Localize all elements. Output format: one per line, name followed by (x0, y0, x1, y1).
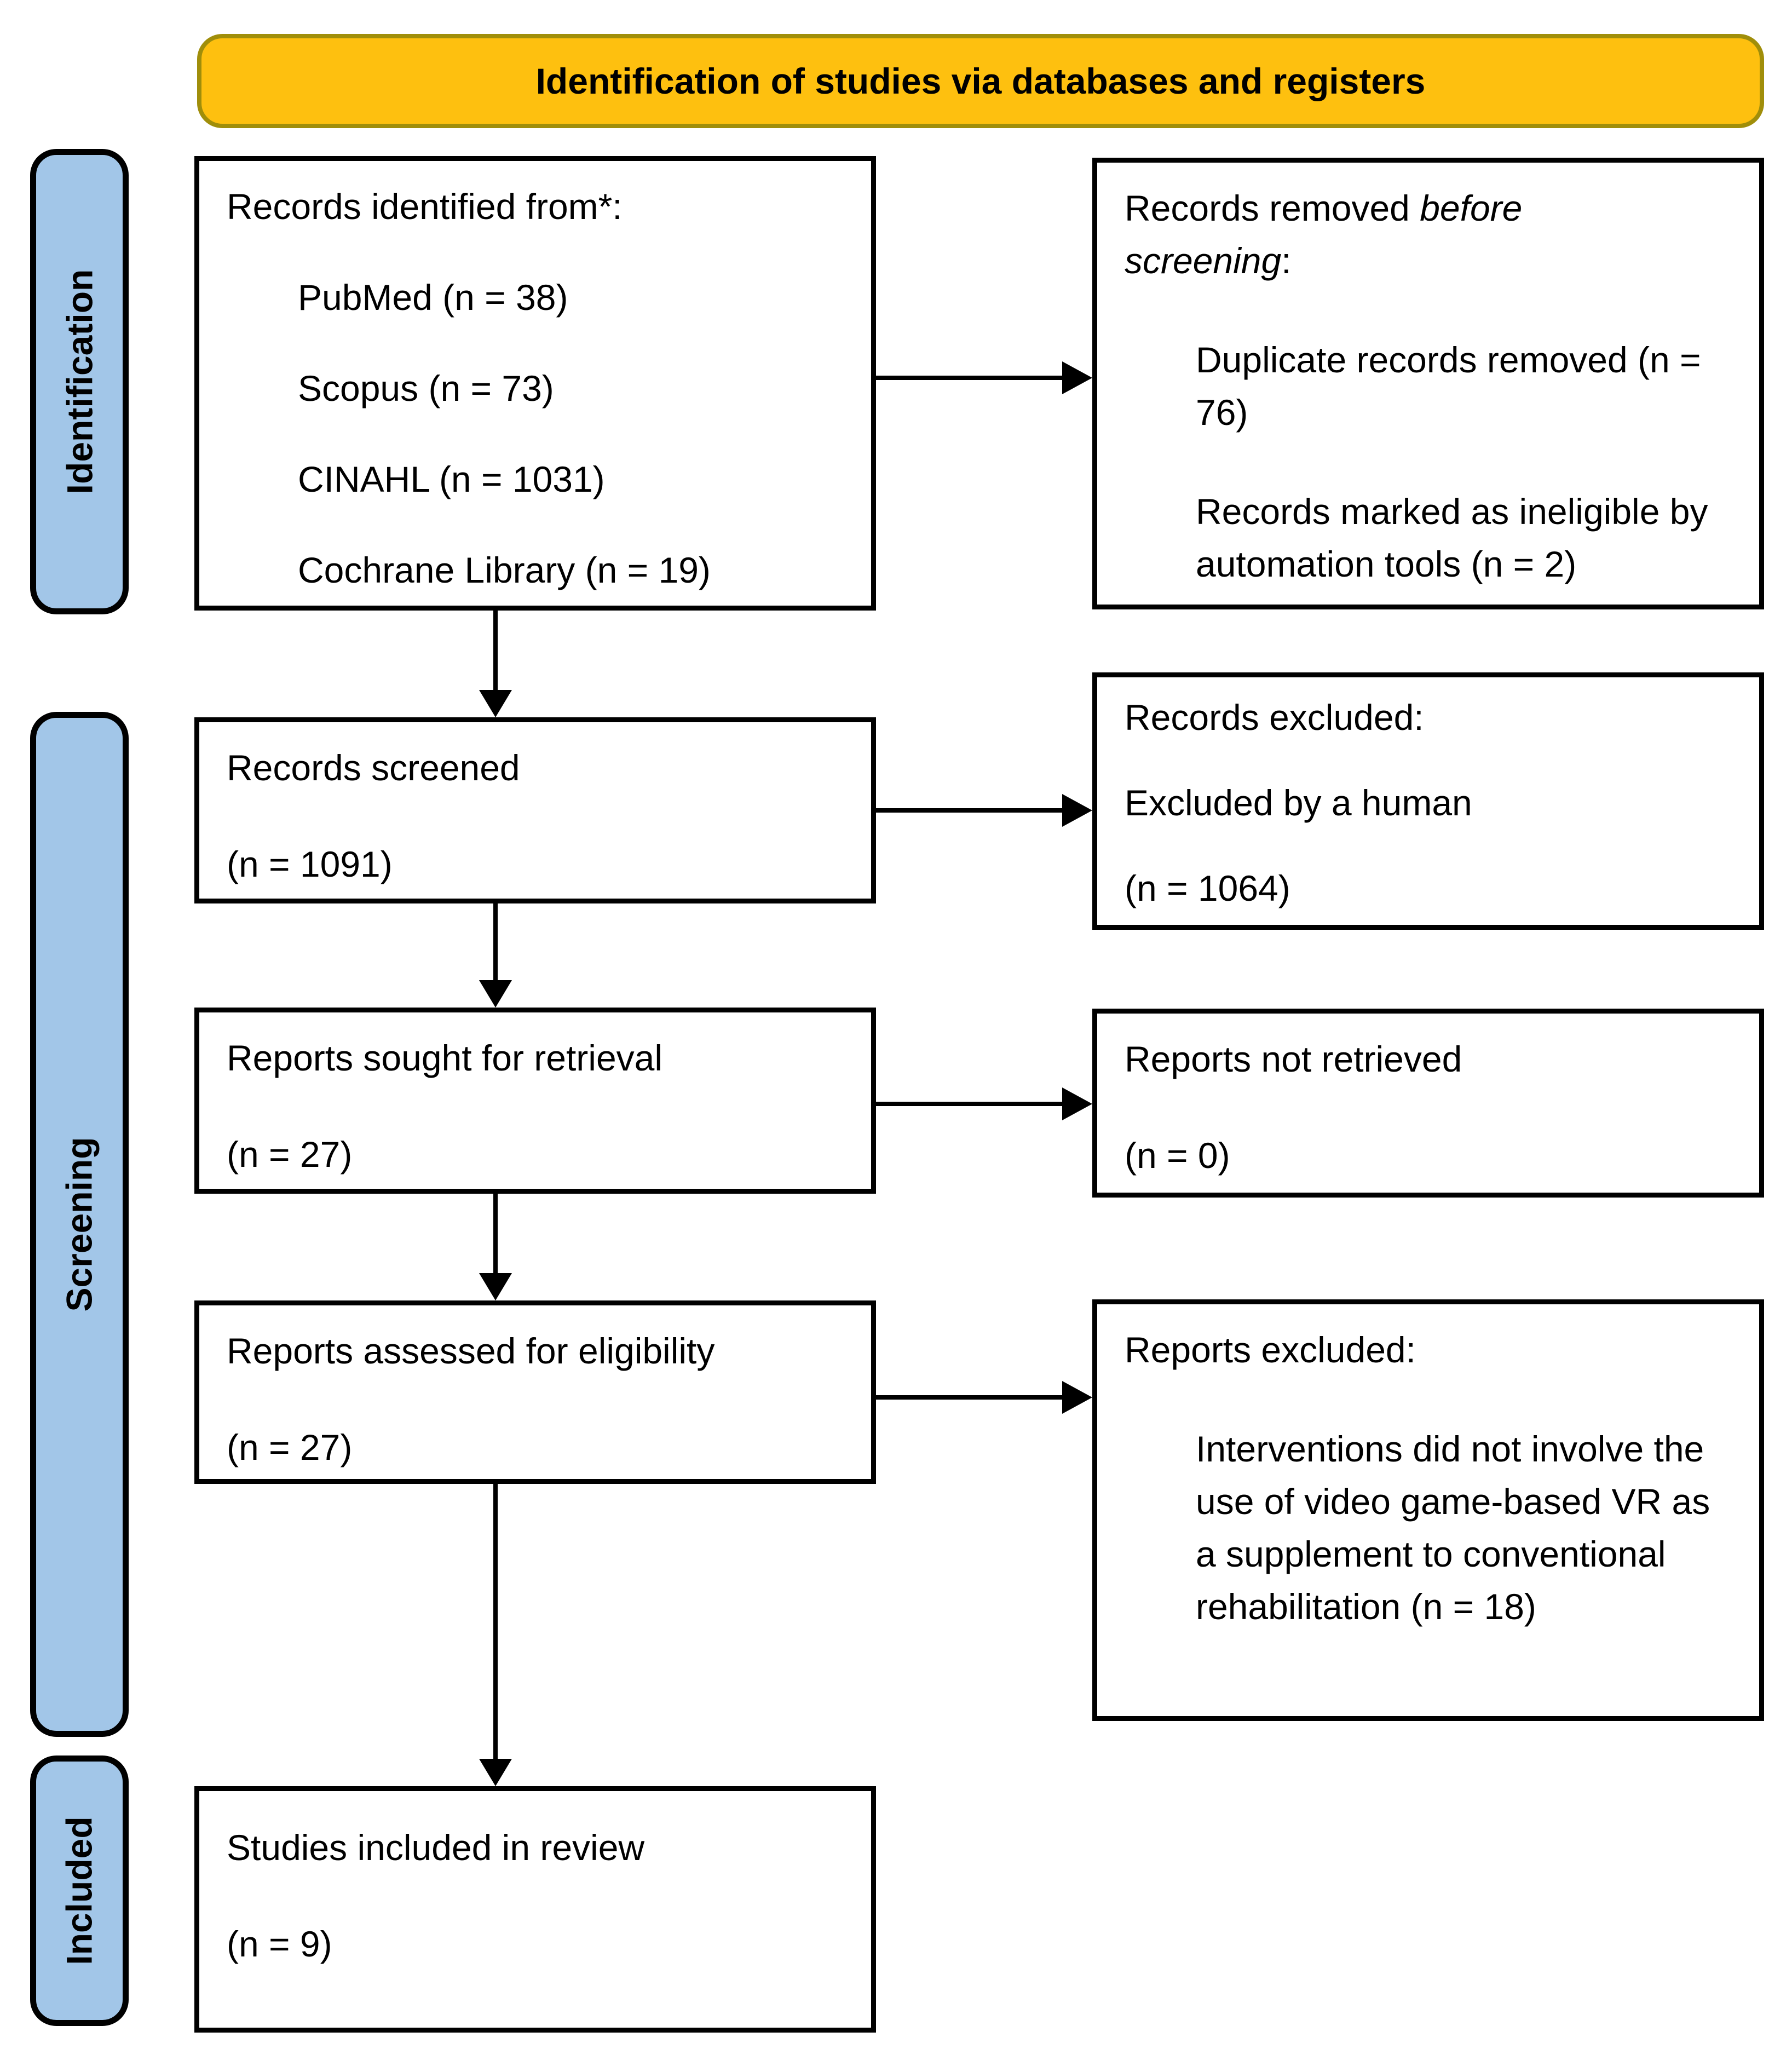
studies-included-label: Studies included in review (227, 1827, 645, 1868)
box-reports-excluded: Reports excluded: Interventions did not … (1092, 1299, 1764, 1721)
records-identified-source-cinahl: CINAHL (n = 1031) (298, 459, 605, 499)
records-removed-duplicates: Duplicate records removed (n = 76) (1196, 339, 1701, 433)
reports-excluded-reason: Interventions did not involve the use of… (1196, 1429, 1710, 1627)
records-identified-heading: Records identified from*: (227, 186, 623, 227)
stage-label-identification-text: Identification (59, 269, 100, 494)
box-records-screened: Records screened (n = 1091) (194, 717, 876, 903)
reports-sought-count: (n = 27) (227, 1134, 353, 1175)
records-removed-heading: Records removed before screening: (1125, 188, 1523, 281)
records-removed-automation: Records marked as ineligible by automati… (1196, 491, 1708, 584)
box-records-excluded: Records excluded: Excluded by a human (n… (1092, 672, 1764, 930)
reports-assessed-label: Reports assessed for eligibility (227, 1331, 715, 1371)
records-excluded-reason: Excluded by a human (1125, 782, 1472, 823)
stage-label-identification: Identification (30, 149, 129, 614)
studies-included-count: (n = 9) (227, 1924, 332, 1964)
reports-assessed-count: (n = 27) (227, 1427, 353, 1467)
box-reports-not-retrieved: Reports not retrieved (n = 0) (1092, 1009, 1764, 1198)
box-reports-assessed: Reports assessed for eligibility (n = 27… (194, 1300, 876, 1484)
reports-not-retrieved-label: Reports not retrieved (1125, 1039, 1462, 1079)
records-identified-source-cochrane: Cochrane Library (n = 19) (298, 550, 711, 590)
records-identified-source-scopus: Scopus (n = 73) (298, 368, 554, 408)
stage-label-included: Included (30, 1756, 129, 2026)
records-removed-heading-italic: before screening (1125, 188, 1523, 281)
box-records-removed: Records removed before screening: Duplic… (1092, 158, 1764, 609)
stage-label-screening-text: Screening (59, 1137, 100, 1312)
arrow-identified-to-removed (876, 376, 1062, 380)
stage-label-screening: Screening (30, 712, 129, 1737)
arrow-assessed-to-reports-excluded (876, 1395, 1062, 1400)
stage-label-included-text: Included (59, 1816, 100, 1965)
arrow-assessed-to-included (493, 1484, 498, 1759)
box-records-identified: Records identified from*: PubMed (n = 38… (194, 156, 876, 611)
reports-excluded-heading: Reports excluded: (1125, 1329, 1416, 1370)
arrow-screened-to-excluded (876, 808, 1062, 813)
arrow-screened-to-sought (493, 903, 498, 980)
arrow-sought-to-not-retrieved (876, 1102, 1062, 1106)
diagram-title-banner: Identification of studies via databases … (197, 34, 1764, 128)
records-screened-count: (n = 1091) (227, 844, 393, 884)
records-screened-label: Records screened (227, 747, 520, 788)
records-excluded-heading: Records excluded: (1125, 697, 1424, 738)
reports-sought-label: Reports sought for retrieval (227, 1038, 663, 1078)
arrow-sought-to-assessed (493, 1194, 498, 1273)
arrow-identified-to-screened (493, 611, 498, 690)
records-excluded-count: (n = 1064) (1125, 868, 1290, 908)
records-identified-source-pubmed: PubMed (n = 38) (298, 277, 568, 318)
reports-not-retrieved-count: (n = 0) (1125, 1135, 1230, 1176)
box-studies-included: Studies included in review (n = 9) (194, 1786, 876, 2033)
box-reports-sought: Reports sought for retrieval (n = 27) (194, 1008, 876, 1194)
